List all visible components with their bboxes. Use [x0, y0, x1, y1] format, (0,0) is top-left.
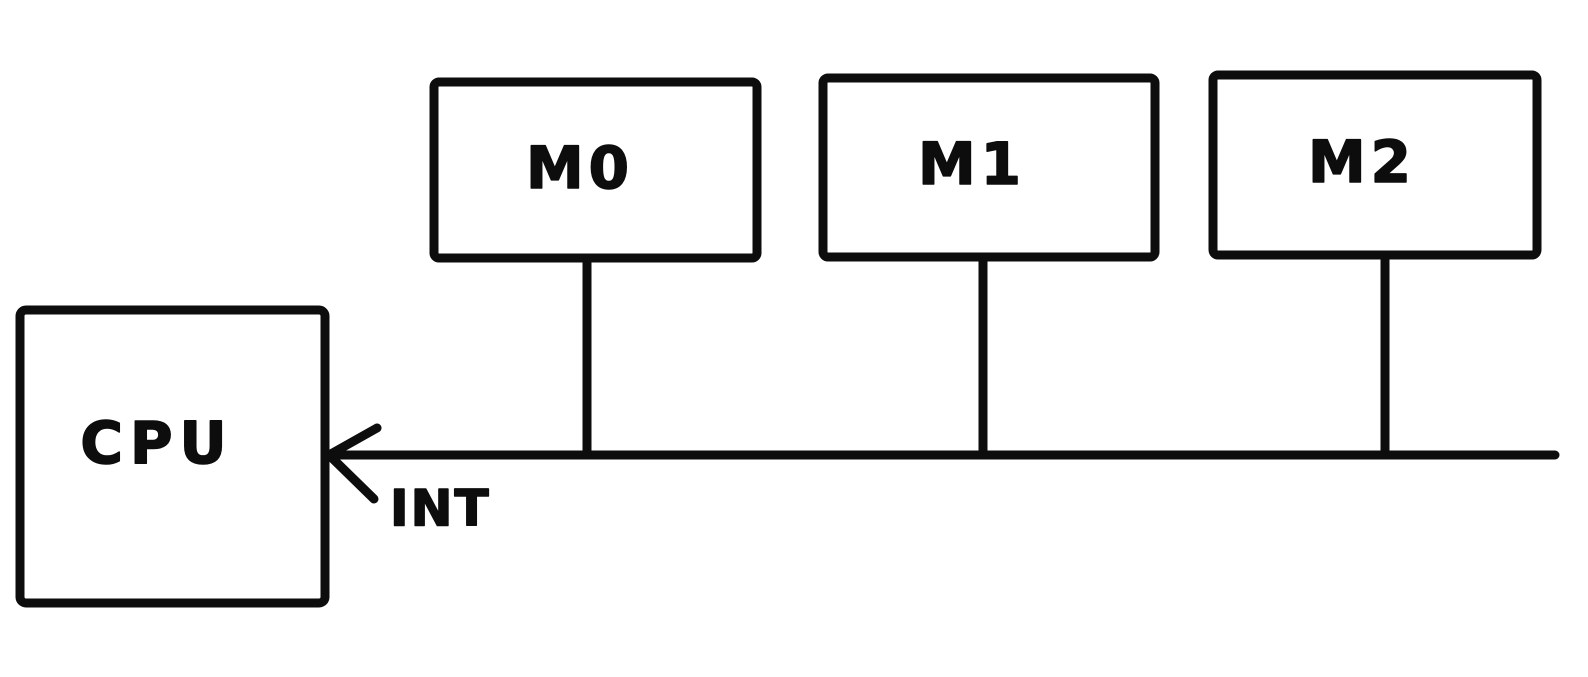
node-m0[interactable]: M0 [429, 77, 762, 263]
m1-label: M1 [918, 130, 1026, 198]
m0-box [429, 77, 762, 263]
int-arrowhead-icon [324, 423, 382, 504]
m0-label: M0 [526, 134, 634, 202]
m2-label: M2 [1308, 128, 1416, 196]
node-m1[interactable]: M1 [818, 73, 1160, 262]
m1-box [818, 73, 1160, 262]
cpu-label: CPU [80, 409, 233, 477]
cpu-box [15, 305, 330, 608]
m2-box [1208, 70, 1542, 260]
int-signal-label: INT [390, 480, 491, 538]
node-cpu[interactable]: CPU [15, 305, 330, 608]
node-m2[interactable]: M2 [1208, 70, 1542, 260]
